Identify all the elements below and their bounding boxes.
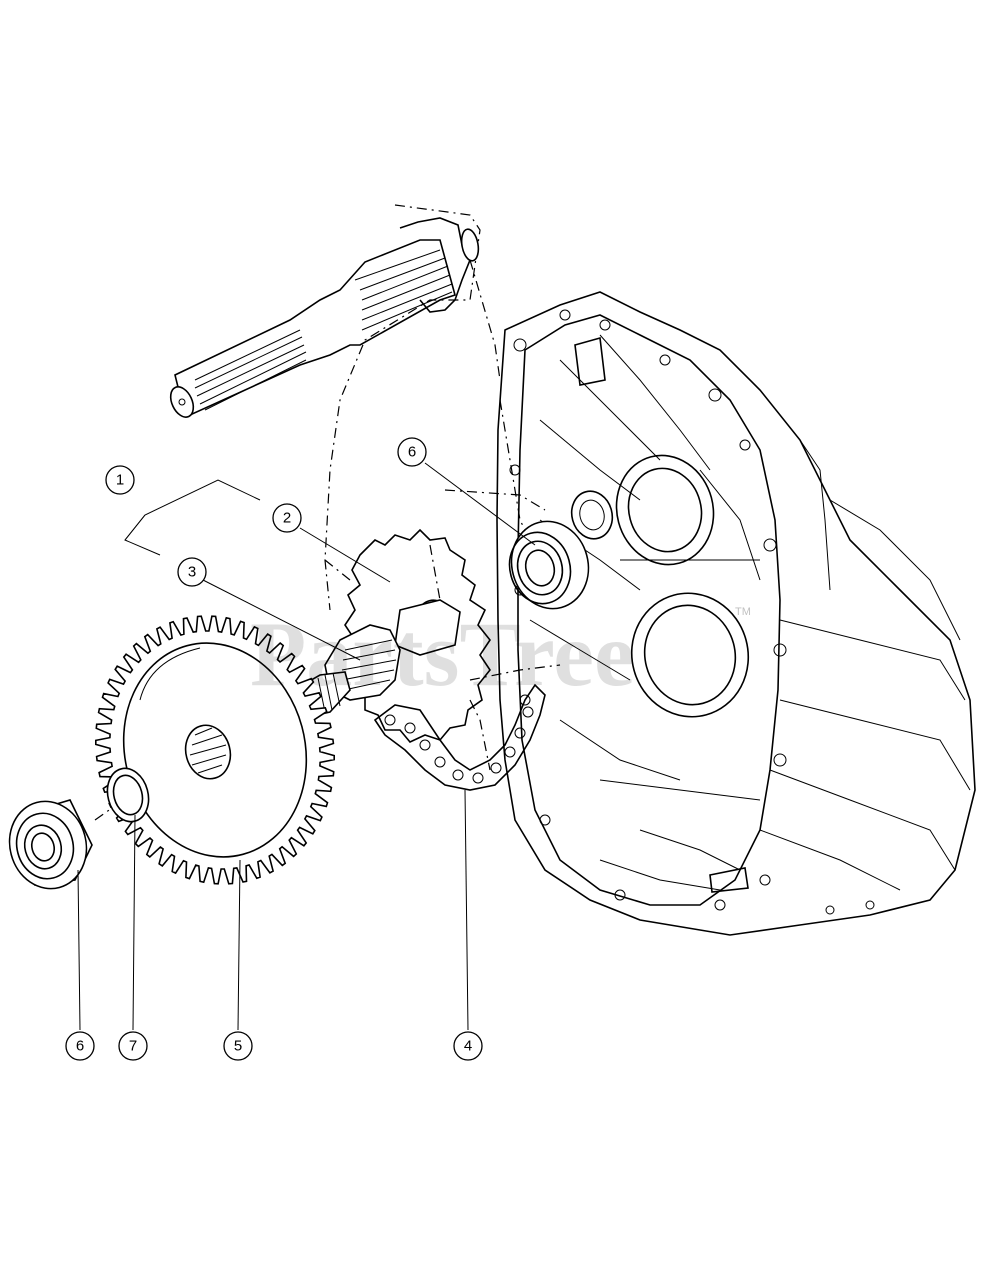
watermark-tm: TM: [735, 606, 751, 618]
watermark-text: PartsTree: [250, 603, 635, 705]
large-gear: [95, 615, 335, 885]
bearing-top: [508, 520, 590, 610]
leader-lines: [77, 462, 536, 1031]
drive-chain: [373, 683, 546, 791]
callout-4[interactable]: 4: [453, 1031, 483, 1061]
watermark: PartsTree TM: [250, 603, 751, 705]
output-shaft: [169, 217, 480, 418]
callout-6-top[interactable]: 6: [397, 437, 427, 467]
callout-1-label: 1: [116, 472, 124, 489]
callout-6-bottom[interactable]: 6: [65, 1031, 95, 1061]
callout-6-bottom-label: 6: [76, 1038, 84, 1055]
callout-7[interactable]: 7: [118, 1031, 148, 1061]
callout-1[interactable]: 1: [105, 465, 135, 495]
callout-6-top-label: 6: [408, 444, 416, 461]
callout-3[interactable]: 3: [177, 557, 207, 587]
callout-2-label: 2: [283, 510, 291, 527]
callout-5-label: 5: [234, 1038, 242, 1055]
callout-2[interactable]: 2: [272, 503, 302, 533]
callout-3-label: 3: [188, 564, 196, 581]
callout-7-label: 7: [129, 1038, 137, 1055]
callout-5[interactable]: 5: [223, 1031, 253, 1061]
callout-4-label: 4: [464, 1038, 472, 1055]
bearing-bottom: [8, 799, 93, 890]
